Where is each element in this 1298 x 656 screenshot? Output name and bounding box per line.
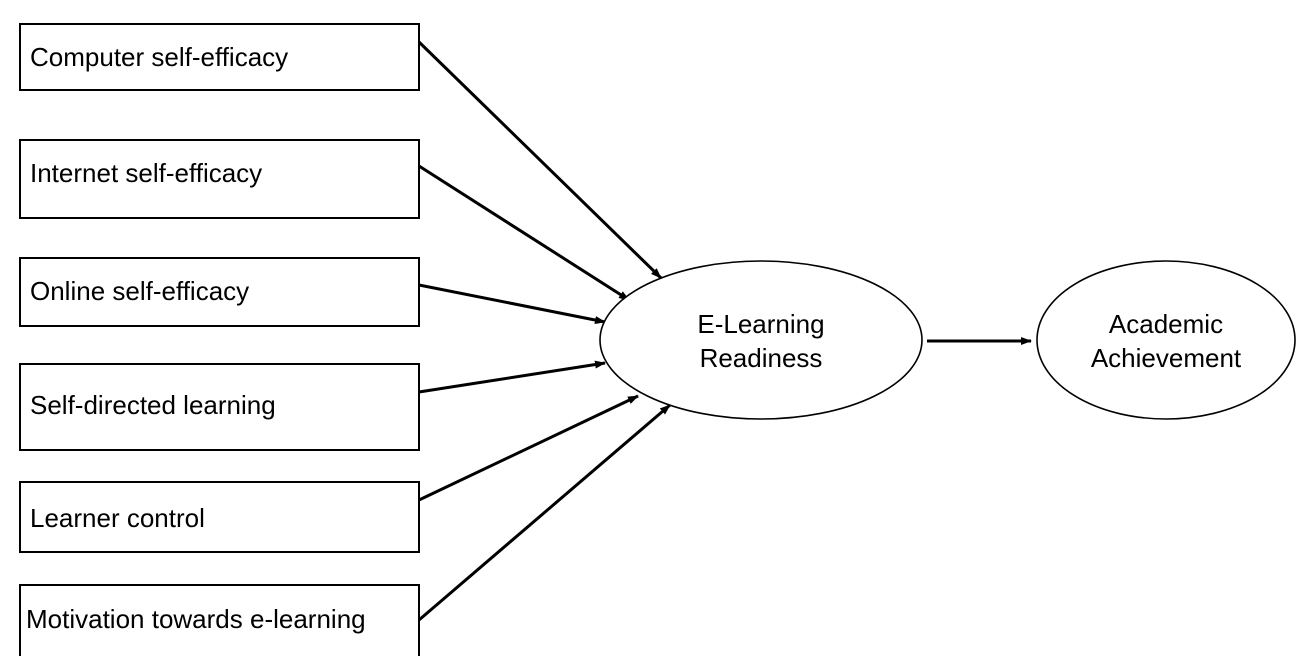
node-label-academic-achievement-line-1: Academic: [1109, 309, 1223, 339]
predictor-node-learner-control[interactable]: Learner control: [19, 481, 420, 553]
node-box-outline: [19, 481, 420, 553]
predictor-node-motivation-towards-e-learning[interactable]: Motivation towards e-learning: [19, 584, 420, 656]
predictor-node-online-self-efficacy[interactable]: Online self-efficacy: [19, 257, 420, 327]
node-label-e-learning-readiness-line-1: E-Learning: [697, 309, 824, 339]
node-label-academic-achievement-line-2: Achievement: [1091, 343, 1242, 373]
edge-internet-to-readiness: [418, 164, 630, 302]
node-ellipse-outline: [599, 260, 923, 420]
node-ellipse-outline: [1036, 260, 1296, 420]
node-box-outline: [19, 139, 420, 219]
node-label-self-directed-learning: Self-directed learning: [30, 390, 276, 420]
node-label-internet-self-efficacy: Internet self-efficacy: [30, 158, 262, 188]
edge-selfdirected-to-readiness: [418, 360, 606, 394]
node-label-learner-control: Learner control: [30, 503, 205, 533]
node-label-motivation-towards-e-learning: Motivation towards e-learning: [26, 604, 366, 634]
node-label-computer-self-efficacy: Computer self-efficacy: [30, 42, 288, 72]
edges-layer: [417, 40, 1032, 622]
edge-computer-to-readiness: [417, 40, 663, 280]
node-box-outline: [19, 363, 420, 451]
edge-learnercontrol-to-readiness: [418, 394, 639, 502]
node-box-outline: [19, 584, 420, 656]
node-box-outline: [19, 23, 420, 91]
node-label-e-learning-readiness-line-2: Readiness: [700, 343, 823, 373]
predictor-node-self-directed-learning[interactable]: Self-directed learning: [19, 363, 420, 451]
node-box-outline: [19, 257, 420, 327]
node-label-online-self-efficacy: Online self-efficacy: [30, 276, 249, 306]
edge-motivation-to-readiness: [418, 403, 671, 622]
predictor-node-computer-self-efficacy[interactable]: Computer self-efficacy: [19, 23, 420, 91]
predictor-node-internet-self-efficacy[interactable]: Internet self-efficacy: [19, 139, 420, 219]
edge-online-to-readiness: [418, 283, 606, 324]
